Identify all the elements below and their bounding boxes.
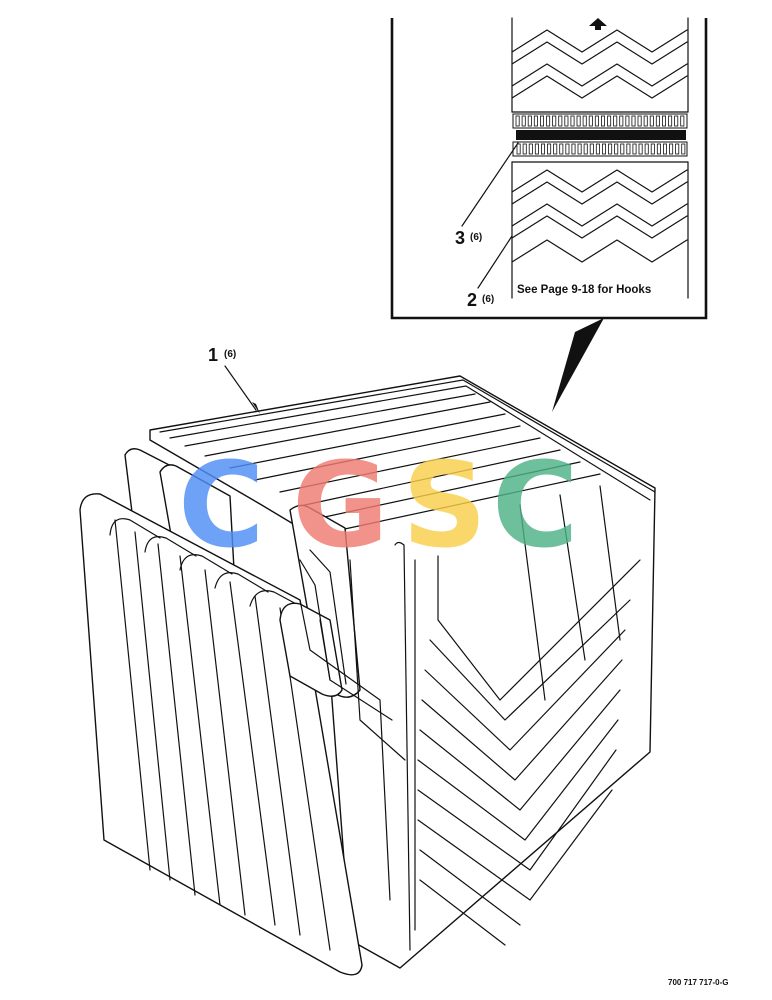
hook-tooth bbox=[631, 115, 636, 127]
hook-tooth bbox=[680, 115, 685, 127]
hook-tooth bbox=[528, 143, 533, 155]
hook-tooth bbox=[565, 143, 570, 155]
hook-tooth bbox=[625, 115, 630, 127]
leader-line bbox=[224, 365, 257, 411]
hook-tooth bbox=[668, 115, 673, 127]
hook-tooth bbox=[619, 115, 624, 127]
direction-arrow-icon bbox=[589, 18, 607, 30]
hook-tooth bbox=[553, 143, 558, 155]
hook-tooth bbox=[589, 143, 594, 155]
callout-qty: (6) bbox=[224, 349, 236, 360]
hook-tooth bbox=[515, 115, 520, 127]
callout-number: 1 bbox=[208, 345, 218, 365]
hook-tooth bbox=[541, 143, 546, 155]
hook-tooth bbox=[577, 143, 582, 155]
hook-tooth bbox=[546, 115, 551, 127]
hook-tooth bbox=[571, 143, 576, 155]
callout-qty: (6) bbox=[470, 232, 482, 243]
inset-detail: See Page 9-18 for Hooks 3 (6) 2 (6) bbox=[390, 17, 708, 412]
hook-tooth bbox=[650, 143, 655, 155]
inset-frame bbox=[390, 18, 708, 320]
watermark-letter: C bbox=[178, 436, 265, 574]
cgsc-watermark: C G S C bbox=[178, 436, 579, 574]
watermark-letter: G bbox=[292, 436, 389, 574]
hook-tooth bbox=[533, 115, 538, 127]
hook-tooth bbox=[626, 143, 631, 155]
figure-code: 700 717 717-0-G bbox=[668, 978, 729, 987]
hook-tooth bbox=[663, 143, 668, 155]
hook-tooth bbox=[558, 115, 563, 127]
hook-tooth bbox=[552, 115, 557, 127]
hook-tooth bbox=[655, 115, 660, 127]
hook-tooth bbox=[607, 115, 612, 127]
callout-number: 2 bbox=[467, 290, 477, 310]
hook-tooth bbox=[516, 143, 521, 155]
inset-note: See Page 9-18 for Hooks bbox=[517, 284, 651, 296]
hook-tooth bbox=[588, 115, 593, 127]
callout-number: 3 bbox=[455, 228, 465, 248]
hook-tooth bbox=[594, 115, 599, 127]
hook-tooth bbox=[638, 143, 643, 155]
callout-qty: (6) bbox=[482, 294, 494, 305]
hook-tooth bbox=[601, 115, 606, 127]
hook-tooth bbox=[620, 143, 625, 155]
callout-1: 1 (6) bbox=[208, 345, 260, 414]
hook-tooth bbox=[649, 115, 654, 127]
hook-tooth bbox=[656, 143, 661, 155]
upper-belt-section bbox=[511, 17, 689, 113]
hook-tooth bbox=[570, 115, 575, 127]
watermark-letter: S bbox=[402, 436, 487, 574]
hook-tooth bbox=[559, 143, 564, 155]
hook-tooth bbox=[521, 115, 526, 127]
hook-tooth bbox=[582, 115, 587, 127]
hook-tooth bbox=[669, 143, 674, 155]
hook-tooth bbox=[602, 143, 607, 155]
lacing-hooks bbox=[512, 113, 688, 157]
hook-tooth bbox=[613, 115, 618, 127]
hook-tooth bbox=[547, 143, 552, 155]
hook-tooth bbox=[675, 143, 680, 155]
hook-tooth bbox=[527, 115, 532, 127]
folded-belt-stack bbox=[79, 375, 656, 976]
hook-tooth bbox=[534, 143, 539, 155]
hook-tooth bbox=[614, 143, 619, 155]
lower-belt-section bbox=[511, 161, 689, 299]
hook-tooth bbox=[632, 143, 637, 155]
inset-pointer bbox=[552, 318, 604, 412]
leader-line bbox=[477, 235, 513, 289]
hook-tooth bbox=[564, 115, 569, 127]
hook-tooth bbox=[637, 115, 642, 127]
callout-3: 3 (6) bbox=[455, 142, 519, 248]
hook-tooth bbox=[595, 143, 600, 155]
hook-tooth bbox=[576, 115, 581, 127]
leader-line bbox=[461, 142, 519, 227]
watermark-letter: C bbox=[492, 436, 579, 574]
hook-tooth bbox=[608, 143, 613, 155]
hook-tooth bbox=[643, 115, 648, 127]
hook-tooth bbox=[644, 143, 649, 155]
hook-tooth bbox=[540, 115, 545, 127]
hook-tooth bbox=[674, 115, 679, 127]
hook-tooth bbox=[662, 115, 667, 127]
hook-tooth bbox=[583, 143, 588, 155]
hook-tooth bbox=[522, 143, 527, 155]
callout-2: 2 (6) bbox=[467, 235, 513, 310]
hook-tooth bbox=[681, 143, 686, 155]
